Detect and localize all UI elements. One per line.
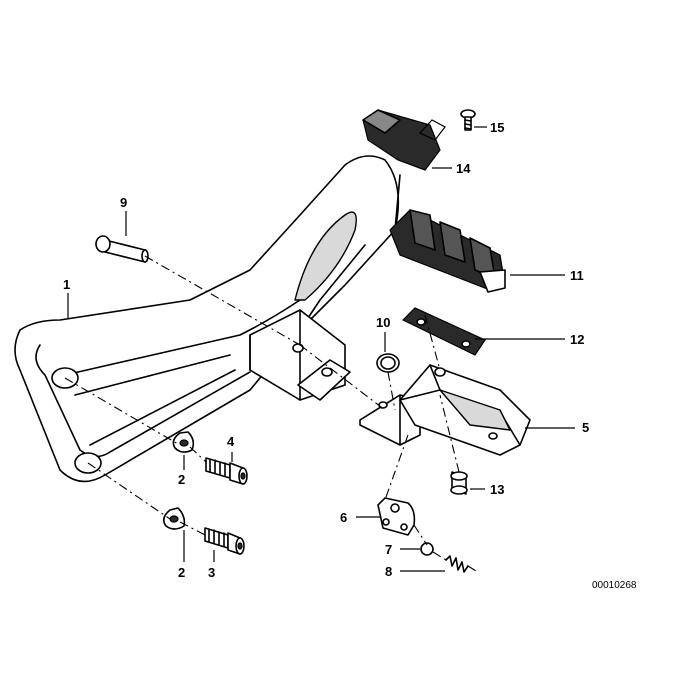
pivot-pin [95, 235, 149, 263]
callout-13: 13 [490, 482, 504, 497]
callout-9: 9 [120, 195, 127, 210]
small-screw [460, 109, 476, 131]
callout-15: 15 [490, 120, 504, 135]
detent-ball [420, 542, 434, 556]
callout-8: 8 [385, 564, 392, 579]
bolt-lower [204, 527, 245, 555]
callout-14: 14 [456, 161, 471, 176]
callout-11: 11 [570, 268, 584, 283]
washer-lower [162, 507, 186, 530]
circlip [376, 353, 400, 373]
bolt-upper [205, 457, 248, 485]
assembly-axes [64, 255, 477, 572]
callout-3: 3 [208, 565, 215, 580]
callout-12: 12 [570, 332, 584, 347]
callout-labels: 1 2 2 3 4 5 6 7 8 9 10 11 12 13 14 15 00… [63, 120, 637, 591]
cover-cap [362, 109, 441, 171]
callout-10: 10 [376, 315, 390, 330]
washer-upper [172, 431, 195, 453]
detent-spring [445, 555, 469, 573]
callout-1: 1 [63, 277, 70, 292]
callout-2-upper: 2 [178, 472, 185, 487]
footpeg-rubber [389, 209, 506, 293]
diagram-reference-number: 00010268 [592, 580, 637, 591]
callout-5: 5 [582, 420, 589, 435]
callout-7: 7 [385, 542, 392, 557]
callout-6: 6 [340, 510, 347, 525]
callout-2-lower: 2 [178, 565, 185, 580]
stop-screw [450, 471, 468, 495]
callout-4: 4 [227, 434, 235, 449]
footpeg-body [399, 364, 531, 456]
plate-part [401, 307, 486, 356]
detent-plate [377, 497, 416, 536]
leader-lines [67, 119, 575, 572]
bracket-plate [14, 155, 401, 483]
